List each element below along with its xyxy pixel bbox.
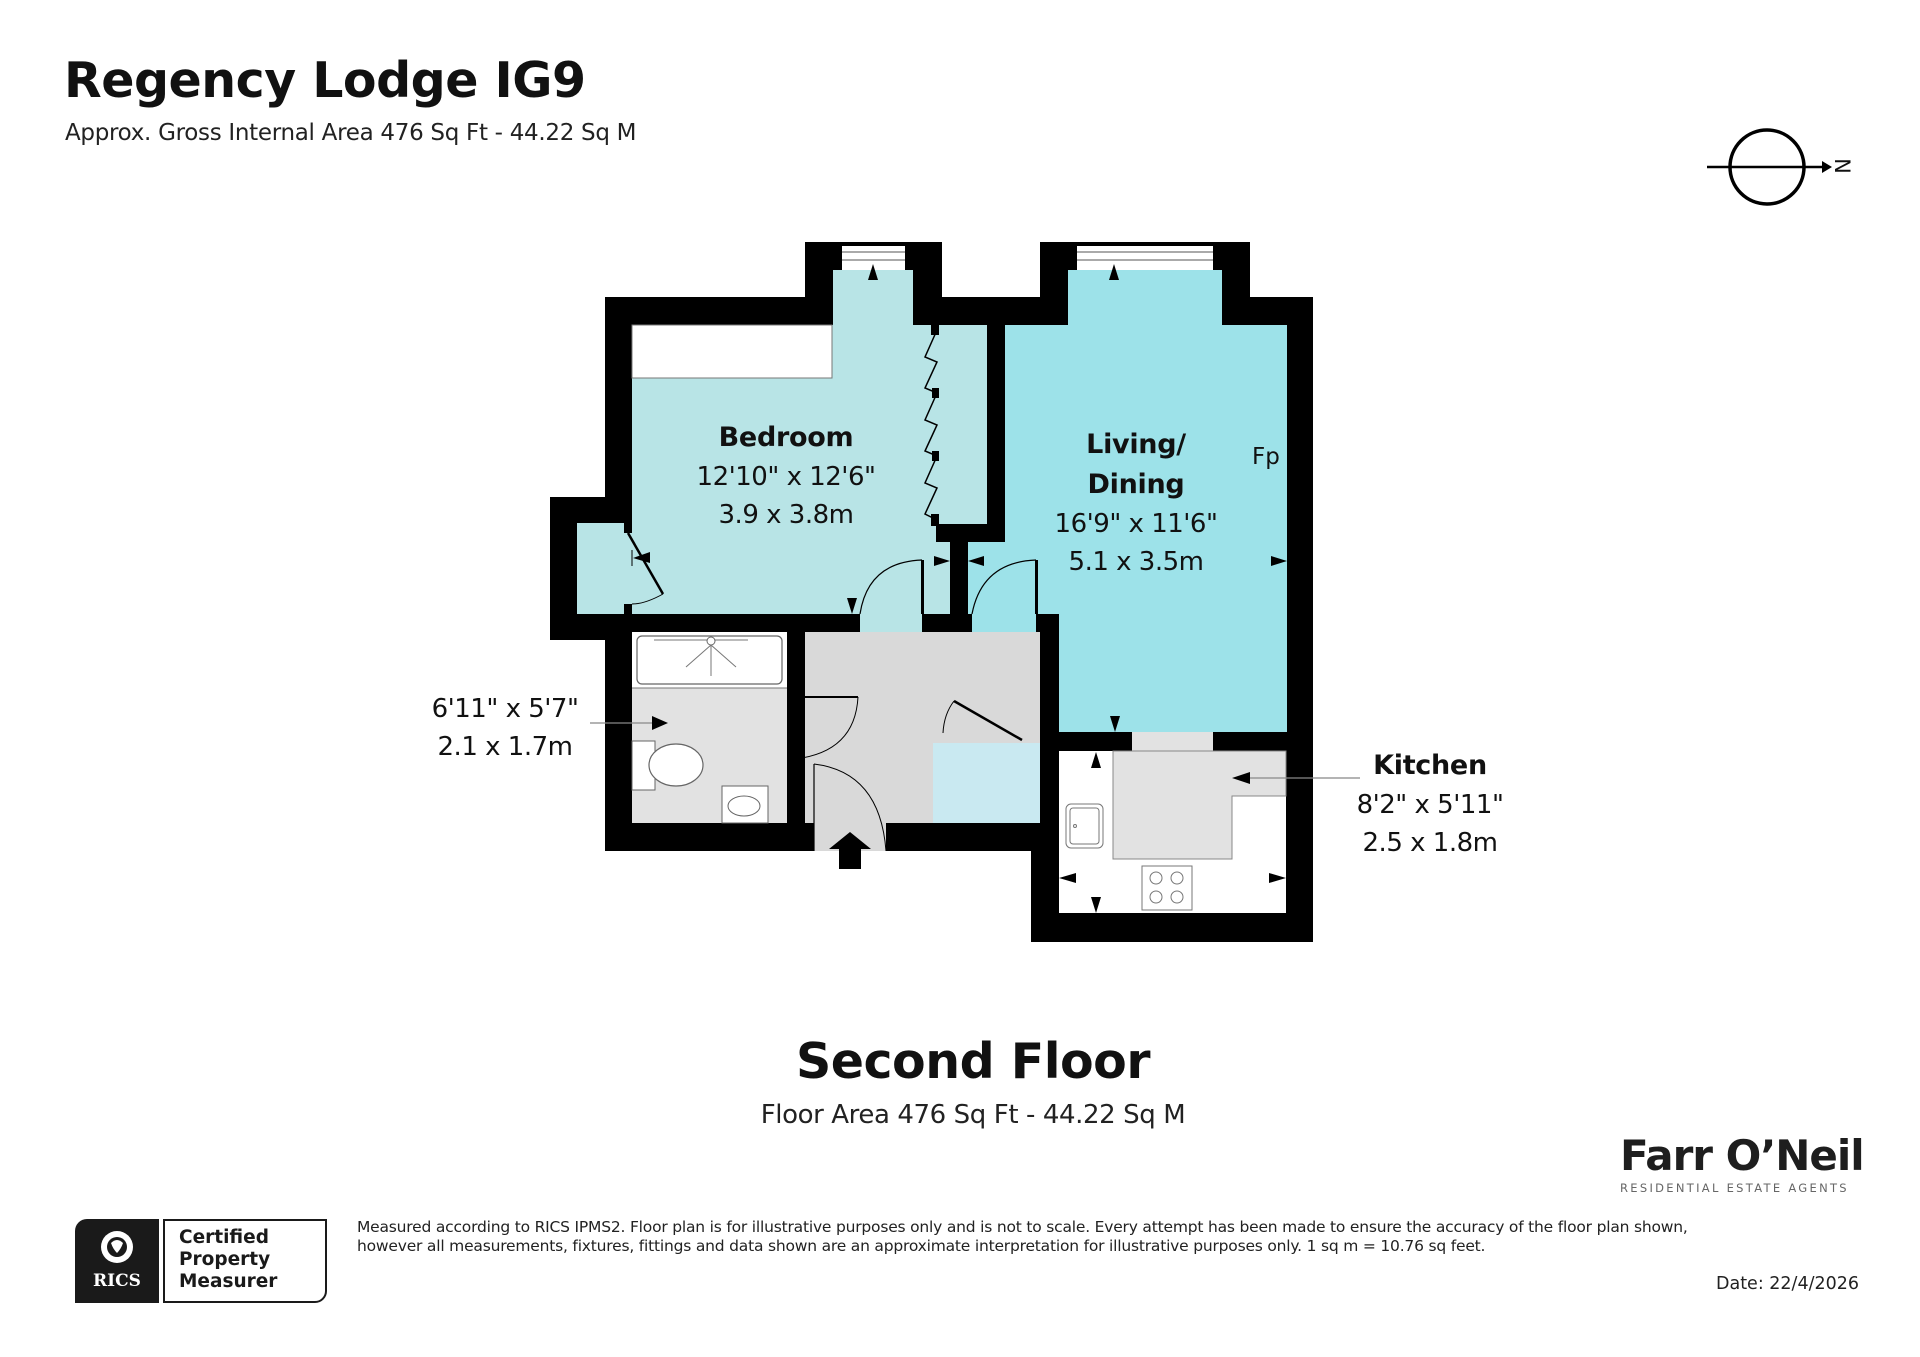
living-name-line1: Living/	[1086, 429, 1186, 460]
disclaimer: Measured according to RICS IPMS2. Floor …	[357, 1218, 1917, 1256]
bathroom-area	[590, 632, 859, 824]
north-arrow-icon	[1707, 128, 1832, 206]
kitchen-name: Kitchen	[1373, 750, 1487, 781]
agent-logo: Farr O’Neil RESIDENTIAL ESTATE AGENTS	[1620, 1131, 1865, 1196]
property-title: Regency Lodge IG9	[64, 52, 586, 109]
kitchen-label: Kitchen 8'2" x 5'11" 2.5 x 1.8m	[1357, 746, 1504, 862]
bathroom-imperial: 6'11" x 5'7"	[431, 694, 579, 724]
rics-line-1: Certified	[179, 1227, 269, 1248]
rics-certification-box: Certified Property Measurer	[163, 1219, 327, 1303]
rics-word: RICS	[93, 1271, 141, 1291]
bathroom-label: 6'11" x 5'7" 2.1 x 1.7m	[432, 690, 579, 766]
plan-date: Date: 22/4/2026	[1716, 1274, 1860, 1294]
hallway-area	[805, 632, 1040, 869]
measurement-markers	[847, 264, 1287, 913]
bedroom-area	[577, 246, 987, 632]
bedroom-imperial: 12'10" x 12'6"	[696, 462, 876, 492]
fireplace-label: Fp	[1252, 444, 1280, 470]
wardrobe-doors	[923, 329, 939, 521]
kitchen-area	[1059, 732, 1360, 913]
rics-logo: RICS	[75, 1219, 159, 1303]
bathroom-metric: 2.1 x 1.7m	[437, 732, 573, 762]
rics-line-2: Property	[179, 1249, 271, 1270]
agent-name: Farr O’Neil	[1620, 1131, 1865, 1180]
floor-name: Second Floor	[795, 1033, 1151, 1090]
living-imperial: 16'9" x 11'6"	[1054, 509, 1218, 539]
living-metric: 5.1 x 3.5m	[1068, 547, 1204, 577]
bedroom-label: Bedroom 12'10" x 12'6" 3.9 x 3.8m	[697, 418, 876, 534]
gross-internal-area: Approx. Gross Internal Area 476 Sq Ft - …	[65, 120, 637, 146]
living-dining-label: Living/ Dining 16'9" x 11'6" 5.1 x 3.5m	[1055, 425, 1218, 581]
closet-door	[624, 523, 665, 614]
lion-crest-icon	[101, 1231, 133, 1263]
kitchen-imperial: 8'2" x 5'11"	[1356, 790, 1504, 820]
disclaimer-line-2: however all measurements, fixtures, fitt…	[357, 1237, 1486, 1255]
compass-north-label: N	[1829, 158, 1854, 174]
floor-area: Floor Area 476 Sq Ft - 44.22 Sq M	[760, 1100, 1186, 1130]
living-name-line2: Dining	[1087, 469, 1185, 500]
bedroom-metric: 3.9 x 3.8m	[718, 500, 854, 530]
kitchen-metric: 2.5 x 1.8m	[1362, 828, 1498, 858]
bedroom-name: Bedroom	[718, 422, 854, 453]
agent-tagline: RESIDENTIAL ESTATE AGENTS	[1620, 1181, 1849, 1195]
rics-certified-badge: RICS Certified Property Measurer	[75, 1219, 327, 1303]
rics-line-3: Measurer	[179, 1271, 278, 1292]
disclaimer-line-1: Measured according to RICS IPMS2. Floor …	[357, 1218, 1688, 1236]
